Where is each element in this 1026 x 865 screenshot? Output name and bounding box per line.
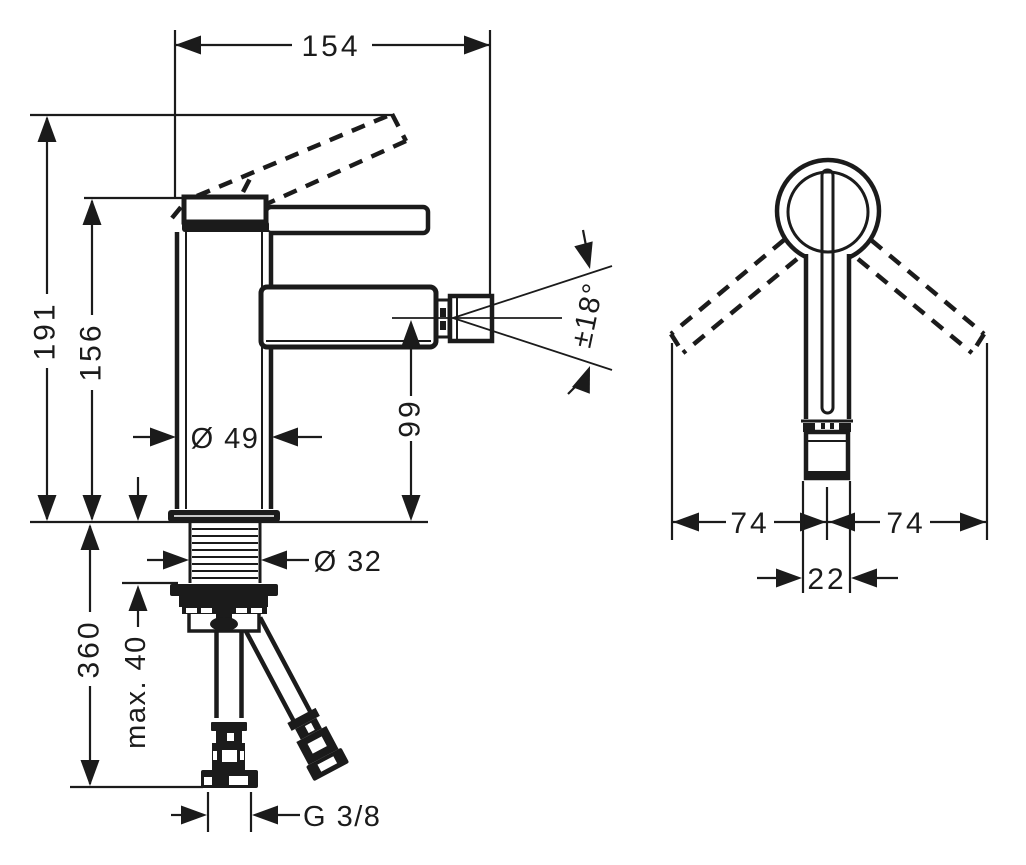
extension-lines-left	[30, 113, 428, 789]
handle-knob-outer	[774, 157, 882, 265]
front-view	[168, 111, 495, 788]
faucet-body	[174, 232, 274, 509]
mounting-thread	[188, 522, 262, 583]
handle-raised-dashed-outline	[170, 111, 408, 220]
side-spout-block	[801, 419, 853, 481]
dim-label-154: 154	[301, 30, 360, 63]
dim-label-74-left: 74	[730, 507, 769, 540]
dim-label-360: 360	[73, 619, 106, 678]
cartridge-cap	[181, 194, 269, 232]
dim-label-g38: G 3/8	[303, 801, 381, 833]
dim-max-mounting: max. 40	[120, 477, 152, 749]
spout	[258, 284, 439, 350]
dim-connection-thread: G 3/8	[171, 792, 381, 833]
base-flange	[168, 510, 280, 522]
dim-total-height: 191	[29, 116, 62, 521]
handle-swing-dashed-outline	[669, 238, 986, 355]
dim-spout-height: 99	[394, 320, 427, 521]
supply-hose-left	[201, 626, 258, 788]
handle-knob-inner	[786, 170, 870, 254]
dim-thread-diameter: Ø 32	[147, 546, 383, 578]
side-body	[803, 168, 852, 419]
dim-label-99: 99	[394, 398, 427, 437]
dim-body-diameter: Ø 49	[133, 423, 322, 455]
dim-hose-length: 360	[73, 524, 106, 786]
dim-swing-right: 74	[827, 507, 987, 540]
dim-label-d32: Ø 32	[314, 546, 383, 578]
dim-label-max40: max. 40	[120, 635, 152, 749]
dim-label-191: 191	[29, 301, 62, 360]
dim-spout-width: 22	[757, 481, 898, 596]
dim-label-22: 22	[807, 563, 846, 596]
lever-slot	[820, 168, 835, 415]
dim-label-d49: Ø 49	[191, 423, 260, 455]
dim-swing-left: 74	[670, 343, 989, 540]
dim-total-width: 154	[173, 30, 492, 296]
handle-lever	[263, 204, 431, 236]
supply-hose-right	[241, 616, 349, 781]
mounting-box	[187, 596, 261, 633]
side-view	[669, 157, 986, 481]
dim-height-to-handle: 156	[75, 199, 108, 521]
dim-label-156: 156	[75, 322, 108, 381]
dim-label-74-right: 74	[886, 507, 925, 540]
dim-label-angle: ±18°	[566, 280, 611, 351]
